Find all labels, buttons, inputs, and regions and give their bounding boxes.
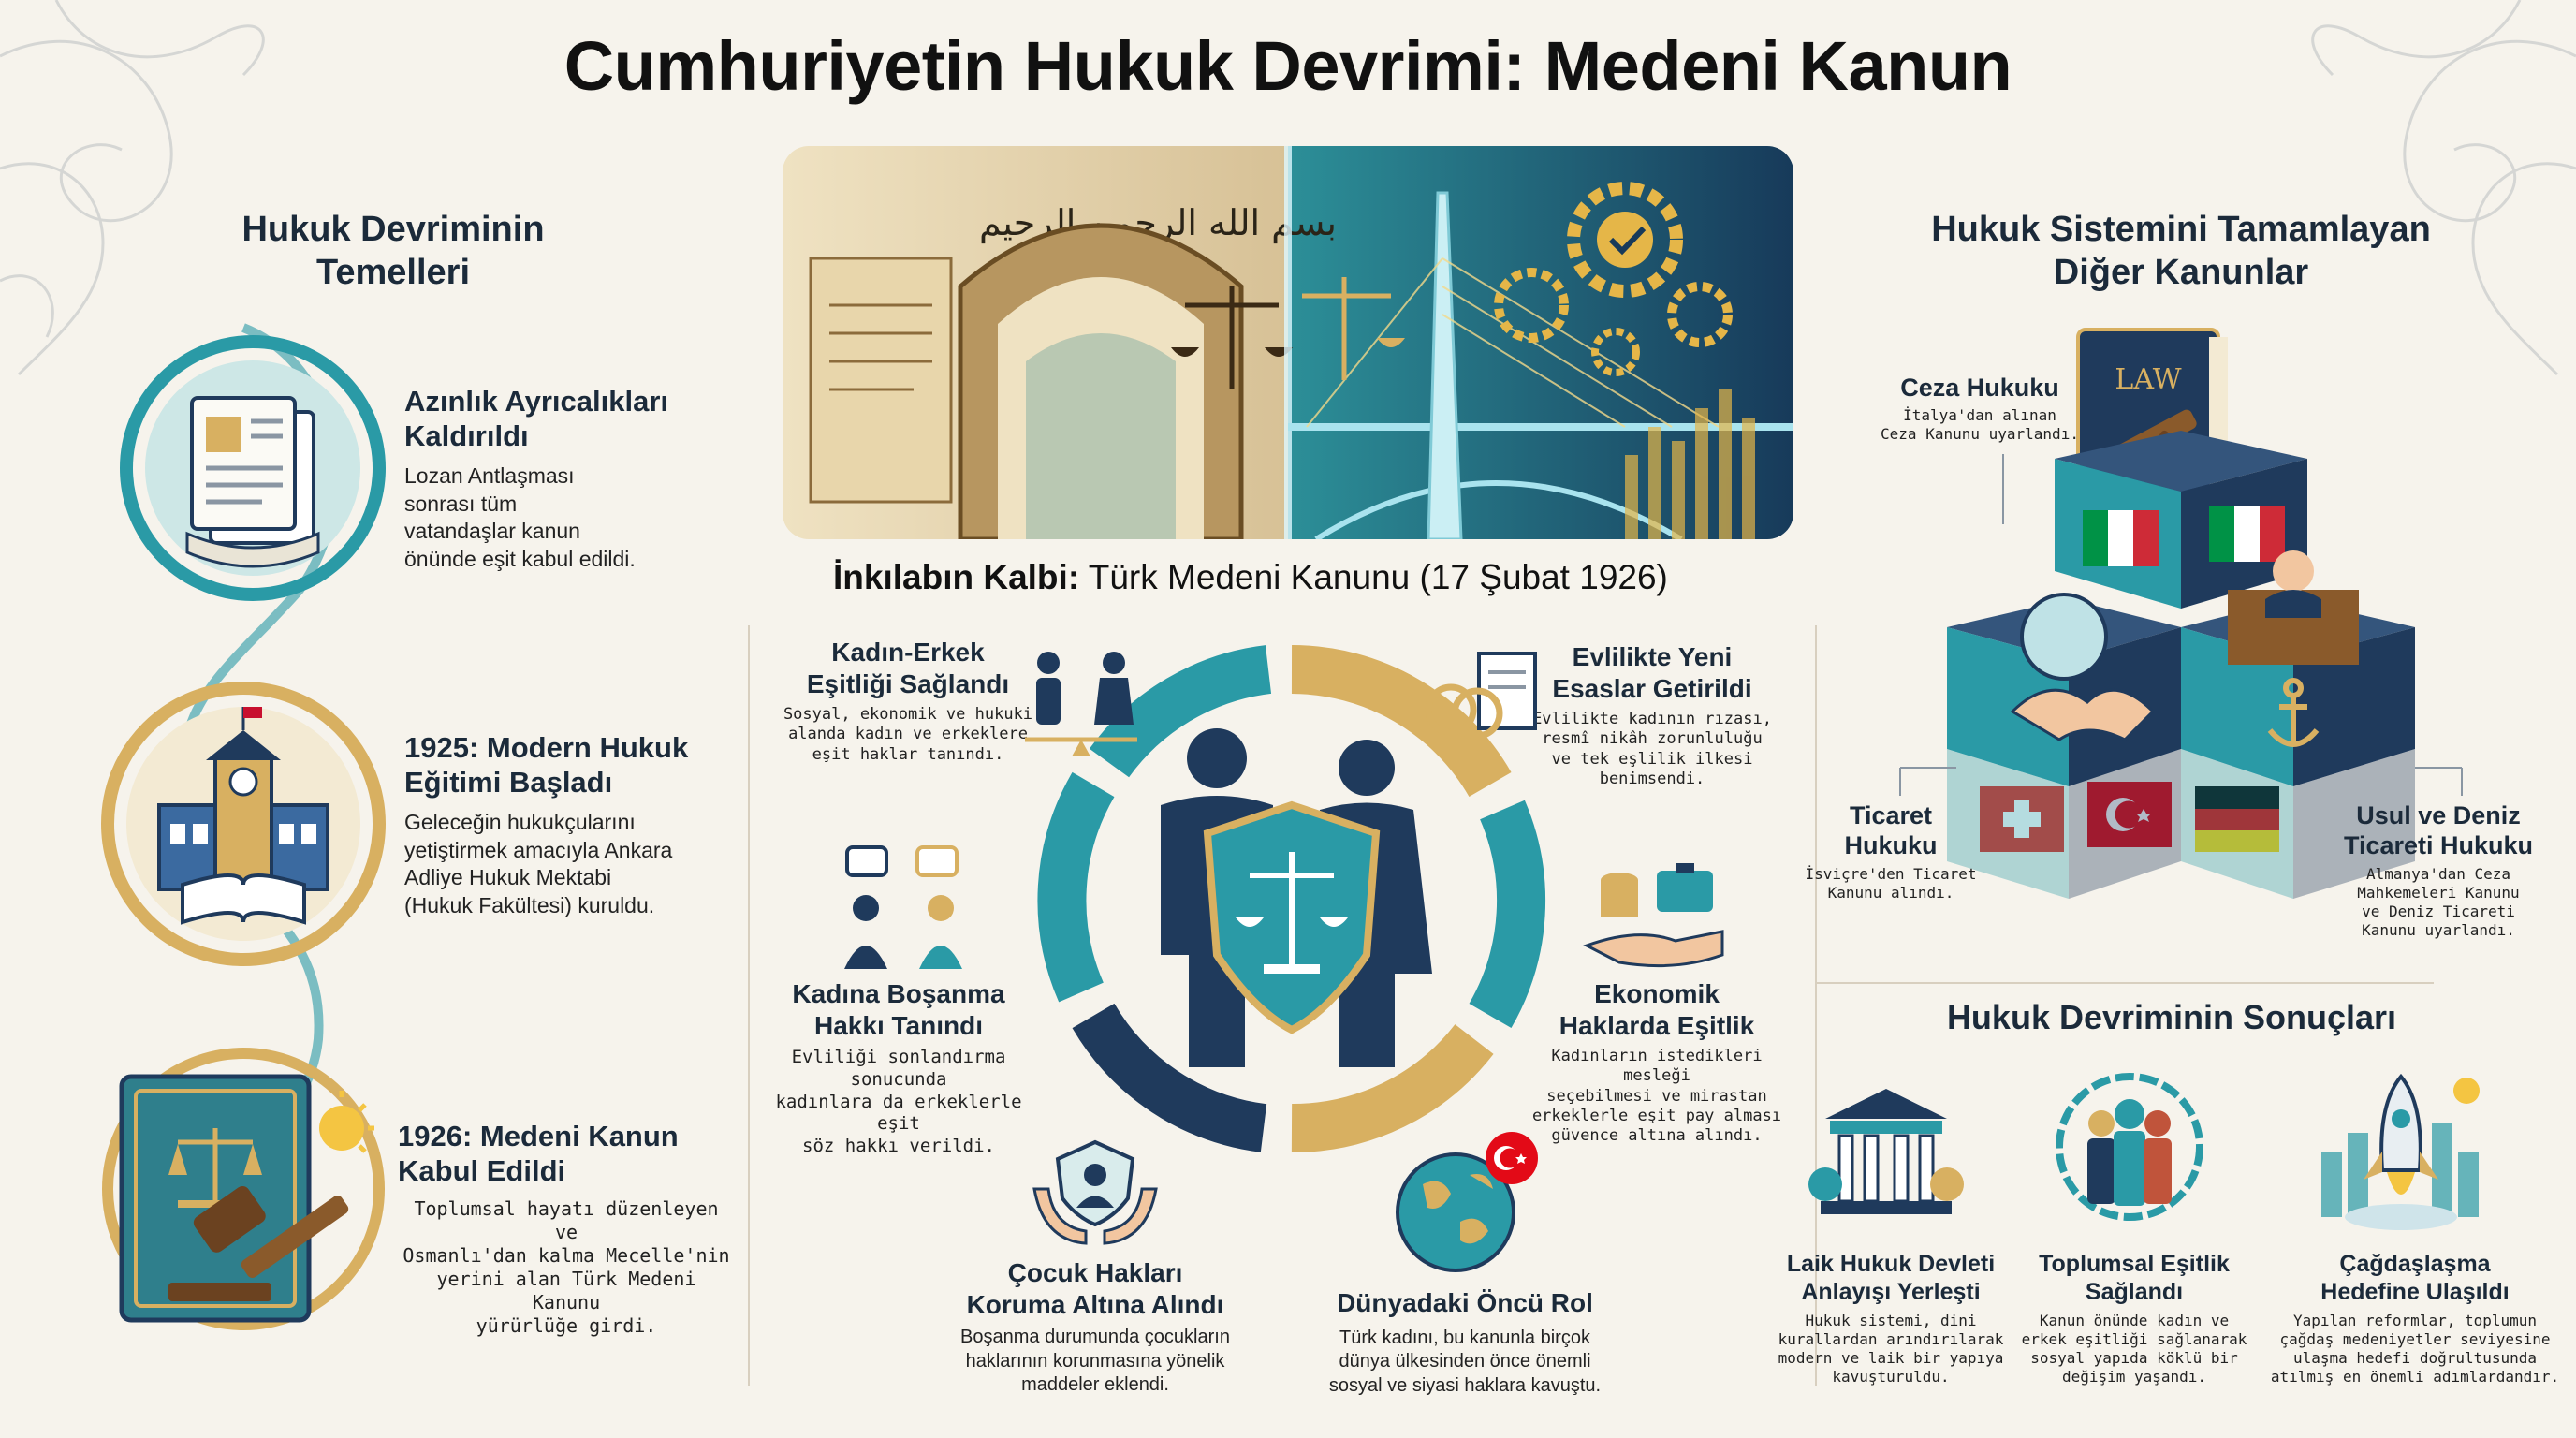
law-criminal-heading: Ceza Hukuku	[1900, 374, 2059, 402]
results-title: Hukuk Devriminin Sonuçları	[1946, 998, 2397, 1036]
result-1-heading: Laik Hukuk Devleti Anlayışı Yerleşti	[1786, 1251, 1996, 1305]
child-protection-icon	[1032, 1139, 1158, 1245]
document-icon	[120, 335, 386, 601]
center-item-children: Çocuk Hakları Koruma Altına Alındı Boşan…	[936, 1257, 1254, 1398]
center-subtitle: İnkılabın Kalbi: Türk Medeni Kanunu (17 …	[833, 558, 1668, 597]
corner-ornament-right	[2311, 0, 2576, 376]
center-item-equality: Kadın-Erkek Eşitliği Sağlandı Sosyal, ek…	[768, 637, 1048, 765]
left-item-3-text: 1926: Medeni Kanun Kabul Edildi Toplumsa…	[398, 1119, 735, 1338]
center-item-4-heading: Ekonomik Haklarda Eşitlik	[1559, 979, 1755, 1040]
center-item-1-desc: Sosyal, ekonomik ve hukuki alanda kadın …	[783, 705, 1033, 764]
left-item-3-desc: Toplumsal hayatı düzenleyen ve Osmanlı'd…	[402, 1197, 730, 1338]
center-item-5-heading: Çocuk Hakları Koruma Altına Alındı	[966, 1258, 1224, 1319]
left-item-3-icon-wrap	[94, 1039, 393, 1339]
money-hand-icon	[1583, 863, 1724, 968]
laws-cube-illustration: LAW	[1947, 328, 2415, 899]
left-item-1-icon-wrap	[112, 328, 393, 609]
result-2-heading: Toplumsal Eşitlik Sağlandı	[2039, 1251, 2230, 1305]
left-item-1-heading: Azınlık Ayrıcalıkları Kaldırıldı	[404, 385, 668, 453]
left-item-1-desc: Lozan Antlaşması sonrası tüm vatandaşlar…	[404, 463, 636, 571]
center-item-economic: Ekonomik Haklarda Eşitlik Kadınların ist…	[1516, 978, 1797, 1146]
left-item-2-heading: 1925: Modern Hukuk Eğitimi Başladı	[404, 731, 689, 800]
result-1-desc: Hukuk sistemi, dini kurallardan arındırı…	[1778, 1312, 2004, 1386]
law-criminal-desc: İtalya'dan alınan Ceza Kanunu uyarlandı.	[1881, 406, 2079, 444]
center-item-3-heading: Kadına Boşanma Hakkı Tanındı	[792, 979, 1005, 1040]
left-item-2-text: 1925: Modern Hukuk Eğitimi Başladı Gelec…	[404, 730, 741, 919]
equality-figures-icon	[1025, 652, 1137, 756]
left-item-2-icon-wrap	[94, 674, 393, 974]
page-title: Cumhuriyetin Hukuk Devrimi: Medeni Kanun	[564, 27, 2012, 105]
left-item-1-text: Azınlık Ayrıcalıkları Kaldırıldı Lozan A…	[404, 384, 713, 573]
rings-contract-icon	[1425, 652, 1537, 740]
law-procedure-desc: Almanya'dan Ceza Mahkemeleri Kanunu ve D…	[2357, 864, 2520, 939]
result-2-desc: Kanun önünde kadın ve erkek eşitliği sağ…	[2021, 1312, 2247, 1386]
result-3-heading: Çağdaşlaşma Hedefine Ulaşıldı	[2320, 1251, 2510, 1305]
center-cycle	[1037, 645, 1546, 1153]
law-criminal: Ceza Hukuku İtalya'dan alınan Ceza Kanun…	[1872, 373, 2087, 444]
rocket-city-icon	[2321, 1073, 2480, 1230]
law-commercial: Ticaret Hukuku İsviçre'den Ticaret Kanun…	[1788, 800, 1994, 902]
dialogue-people-icon	[844, 845, 962, 969]
center-item-3-desc: Evliliği sonlandırma sonucunda kadınlara…	[775, 1047, 1022, 1157]
justice-shield-icon	[1203, 800, 1381, 1034]
law-commercial-heading: Ticaret Hukuku	[1844, 801, 1938, 860]
center-item-1-heading: Kadın-Erkek Eşitliği Sağlandı	[806, 638, 1010, 698]
center-item-5-desc: Boşanma durumunda çocukların haklarının …	[960, 1327, 1230, 1396]
center-item-2-heading: Evlilikte Yeni Esaslar Getirildi	[1552, 642, 1752, 703]
left-item-2-desc: Geleceğin hukukçularını yetiştirmek amac…	[404, 810, 673, 917]
right-section-title: Hukuk Sistemini Tamamlayan Diğer Kanunla…	[1931, 210, 2431, 293]
school-building-icon	[101, 682, 386, 966]
center-item-marriage: Evlilikte Yeni Esaslar Getirildi Evlilik…	[1526, 641, 1778, 789]
corner-ornament-left	[0, 0, 265, 376]
law-book-label: LAW	[2115, 363, 2181, 396]
center-item-6-desc: Türk kadını, bu kanunla birçok dünya ülk…	[1328, 1327, 1602, 1396]
courthouse-icon	[1808, 1089, 1964, 1214]
law-book-gavel-icon	[102, 1048, 385, 1330]
result-equality: Toplumsal Eşitlik Sağlandı Kanun önünde …	[2012, 1250, 2256, 1387]
globe-turkish-flag-icon	[1396, 1132, 1538, 1272]
left-section-title: Hukuk Devriminin Temelleri	[242, 210, 545, 293]
law-commercial-desc: İsviçre'den Ticaret Kanunu alındı.	[1805, 864, 1977, 902]
center-subtitle-bold: İnkılabın Kalbi:	[833, 558, 1080, 596]
center-item-6-heading: Dünyadaki Öncü Rol	[1337, 1288, 1593, 1317]
left-item-3-heading: 1926: Medeni Kanun Kabul Edildi	[398, 1120, 679, 1188]
center-item-2-desc: Evlilikte kadının rızası, resmî nikâh zo…	[1532, 710, 1772, 788]
result-modernization: Çağdaşlaşma Hedefine Ulaşıldı Yapılan re…	[2265, 1250, 2565, 1387]
result-secular: Laik Hukuk Devleti Anlayışı Yerleşti Huk…	[1774, 1250, 2008, 1387]
equality-people-icon	[2056, 1073, 2203, 1221]
law-procedure-maritime: Usul ve Deniz Ticareti Hukuku Almanya'da…	[2321, 800, 2555, 940]
center-item-divorce: Kadına Boşanma Hakkı Tanındı Evliliği so…	[749, 978, 1048, 1158]
result-3-desc: Yapılan reformlar, toplumun çağdaş meden…	[2270, 1312, 2560, 1386]
hero-illustration: بسم الله الرحمن الرحيم	[783, 146, 1793, 539]
law-procedure-heading: Usul ve Deniz Ticareti Hukuku	[2343, 801, 2534, 860]
center-item-4-desc: Kadınların istedikleri mesleği seçebilme…	[1531, 1047, 1782, 1146]
hero-banner: بسم الله الرحمن الرحيم	[783, 146, 1793, 539]
center-subtitle-rest: Türk Medeni Kanunu (17 Şubat 1926)	[1079, 558, 1668, 596]
center-item-world: Dünyadaki Öncü Rol Türk kadını, bu kanun…	[1310, 1287, 1619, 1398]
